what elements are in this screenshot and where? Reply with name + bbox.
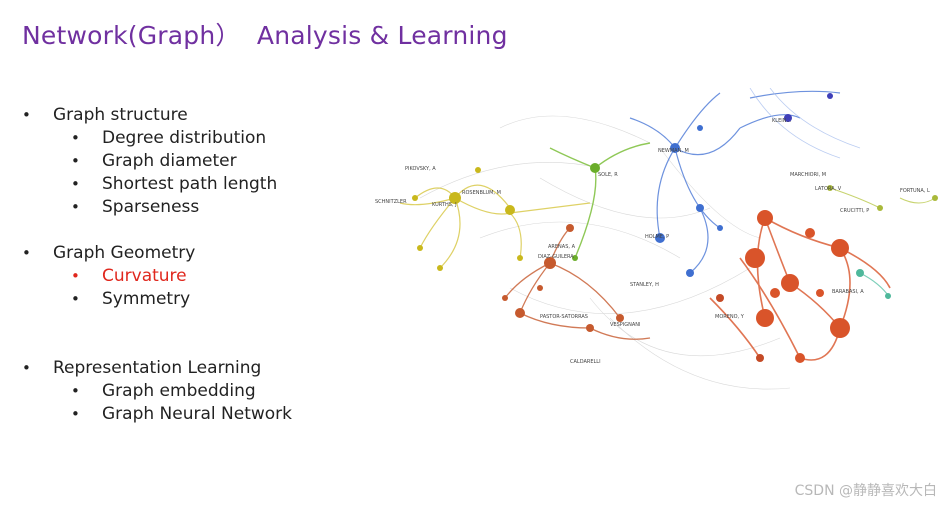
bullet-heading: Graph structure — [53, 105, 188, 125]
bullet-item: Shortest path length — [102, 174, 278, 194]
bullet-shortest-path: • Shortest path length — [20, 173, 360, 196]
green-cluster — [549, 142, 651, 261]
bullet-list: • Graph structure • Degree distribution … — [20, 104, 360, 426]
bullet-dot: • — [22, 359, 31, 377]
network-label: FORTUNA, L — [900, 188, 930, 194]
bullet-item: Graph embedding — [102, 381, 256, 401]
red-cluster-right — [709, 210, 891, 363]
bullet-dot: • — [71, 290, 80, 308]
bullet-symmetry: • Symmetry — [20, 288, 360, 311]
slide-title: Network(Graph） Analysis & Learning — [22, 21, 508, 50]
bullet-dot: • — [71, 267, 80, 285]
bullet-dot: • — [71, 382, 80, 400]
network-label: KLEIN... — [772, 118, 792, 124]
network-label: HOLME, P — [645, 234, 669, 240]
bullet-dot: • — [71, 198, 80, 216]
bullet-graph-structure: • Graph structure — [20, 104, 360, 127]
network-label: ARENAS, A — [548, 244, 576, 250]
network-label: CRUCITTI, P — [840, 208, 869, 214]
network-label: PASTOR-SATORRAS — [540, 314, 588, 320]
bullet-item: Degree distribution — [102, 128, 267, 148]
bullet-gnn: • Graph Neural Network — [20, 403, 360, 426]
bullet-curvature: • Curvature — [20, 265, 360, 288]
bullet-item: Graph diameter — [102, 151, 237, 171]
bullet-dot: • — [71, 405, 80, 423]
network-label: PIKOVSKY, A — [405, 166, 436, 172]
bullet-representation-learning: • Representation Learning — [20, 357, 360, 380]
orange-cluster-left — [502, 224, 651, 340]
lightgreen-cluster — [827, 185, 938, 211]
bullet-heading: Representation Learning — [53, 358, 262, 378]
network-label: MORENO, Y — [715, 314, 745, 320]
network-label: DIAZ-GUILERA — [538, 254, 574, 260]
network-label: SCHNITZLER — [375, 199, 407, 205]
network-label: CALDARELLI — [570, 359, 601, 365]
yellow-cluster — [399, 167, 591, 271]
bullet-heading: Graph Geometry — [53, 243, 196, 263]
bullet-graph-diameter: • Graph diameter — [20, 150, 360, 173]
bullet-dot: • — [71, 175, 80, 193]
network-label: SOLE, R — [598, 172, 618, 178]
network-label: NEWMAN, M — [658, 148, 689, 154]
background-edges — [419, 115, 791, 390]
bullet-dot: • — [22, 106, 31, 124]
network-label: BARABASI, A — [832, 289, 864, 295]
bullet-dot: • — [71, 129, 80, 147]
network-label: ROSENBLUM, M — [462, 190, 501, 196]
bullet-item: Graph Neural Network — [102, 404, 293, 424]
watermark: CSDN @静静喜欢大白 — [794, 483, 937, 499]
bullet-dot: • — [71, 152, 80, 170]
bullet-degree-distribution: • Degree distribution — [20, 127, 360, 150]
blue-cluster — [629, 88, 861, 277]
bullet-sparseness: • Sparseness — [20, 196, 360, 219]
network-label: KURTHS, J — [432, 202, 457, 208]
bullet-item: Curvature — [102, 266, 187, 286]
network-graph-image: ROSENBLUM, M KURTHS, J SCHNITZLER PIKOVS… — [375, 88, 938, 390]
network-label: STANLEY, H — [630, 282, 659, 288]
bullet-item: Symmetry — [102, 289, 191, 309]
network-label: MARCHIORI, M — [790, 172, 826, 178]
bullet-dot: • — [22, 244, 31, 262]
network-label: VESPIGNANI — [610, 322, 641, 328]
bullet-item: Sparseness — [102, 197, 200, 217]
teal-cluster — [856, 269, 891, 299]
bullet-graph-geometry: • Graph Geometry — [20, 242, 360, 265]
bullet-graph-embedding: • Graph embedding — [20, 380, 360, 403]
network-label: LATORA, V — [815, 186, 842, 192]
